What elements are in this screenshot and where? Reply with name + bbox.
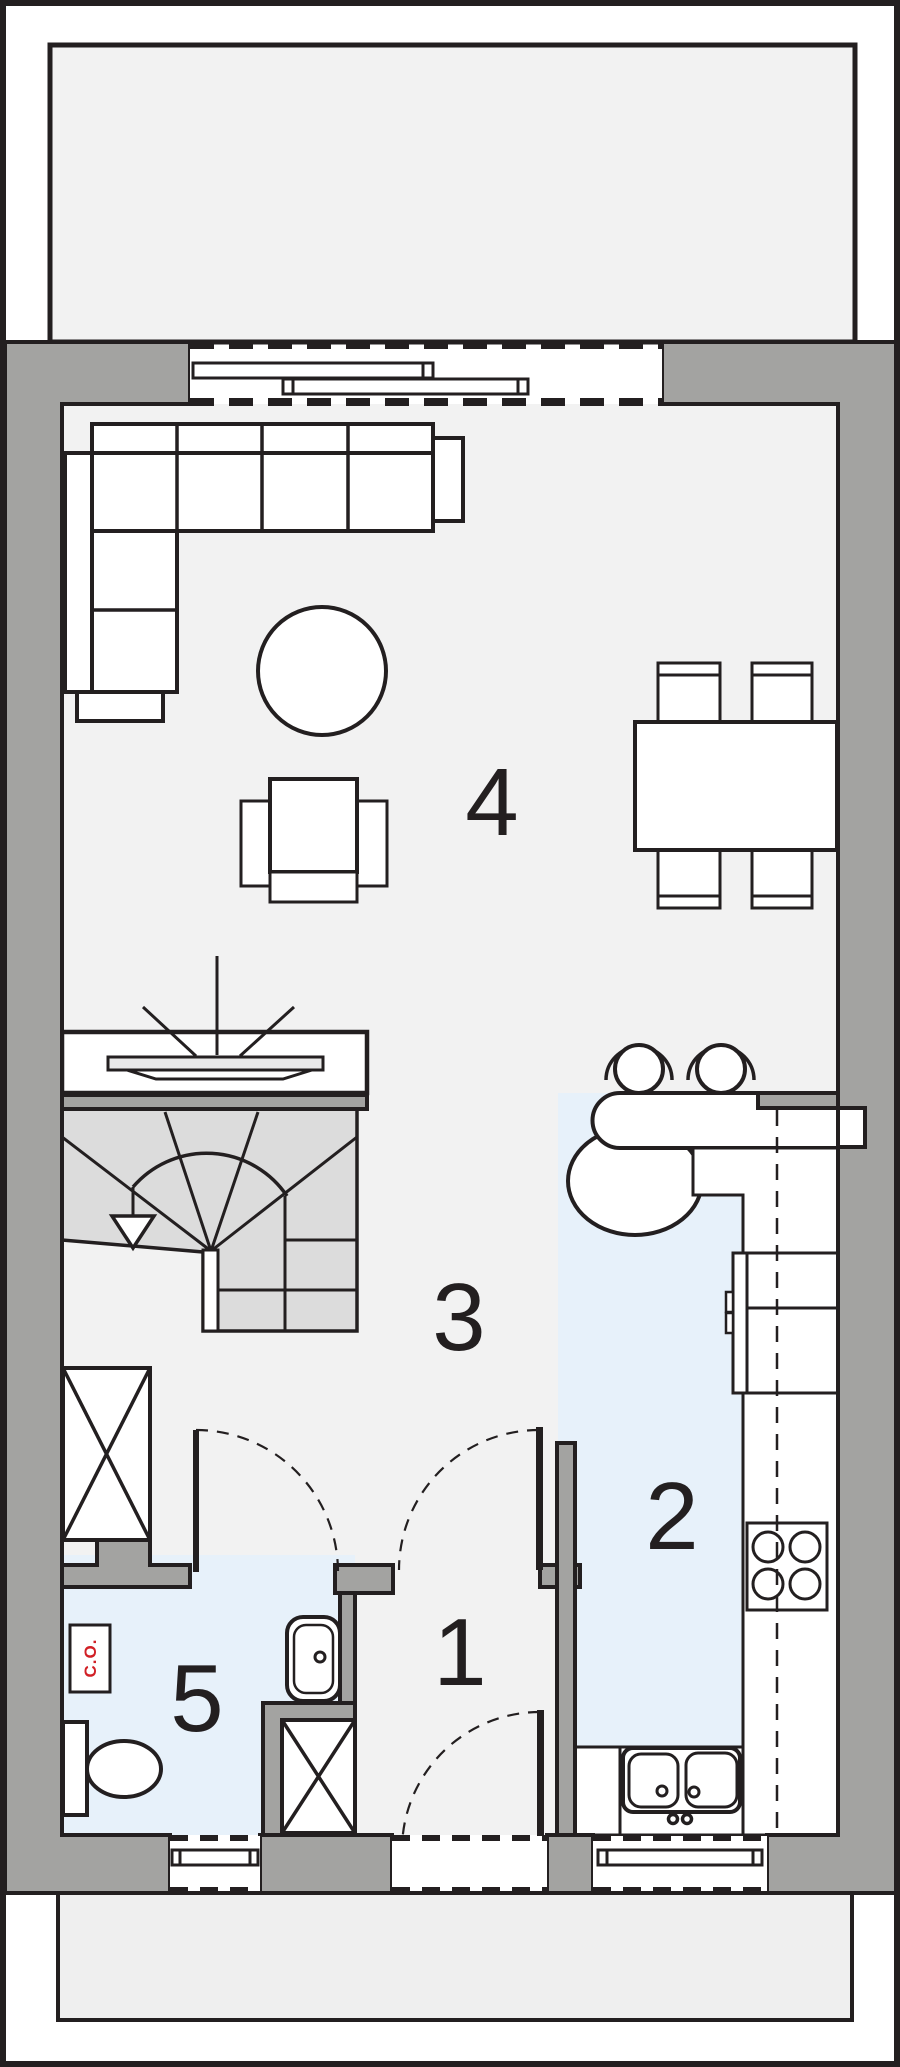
bathroom-door — [193, 1428, 340, 1573]
door-leaf — [536, 1427, 543, 1570]
partition-stub — [333, 1563, 395, 1595]
terrace — [47, 42, 858, 345]
sliding-panel — [281, 377, 530, 396]
stairs-floor — [62, 1109, 357, 1331]
entry-wardrobe — [280, 1718, 357, 1835]
walls — [3, 340, 898, 1895]
kitchen-sink — [621, 1746, 742, 1826]
hall-wardrobe — [61, 1366, 152, 1542]
heat-rays-icon — [141, 956, 296, 1058]
right-wall — [660, 340, 898, 1895]
kitchen-partition-wall — [555, 1441, 577, 1837]
bathroom-top-wall — [60, 1538, 192, 1589]
bathroom-right-wall — [338, 1591, 357, 1705]
coffee-table — [256, 605, 388, 737]
room-label-living: 4 — [465, 749, 518, 856]
room-label-hall: 3 — [432, 1264, 485, 1371]
fireplace — [59, 956, 370, 1096]
boiler-label: C.O. — [81, 1639, 100, 1678]
bar-stool — [604, 1043, 674, 1095]
bathroom-window — [170, 1835, 260, 1893]
washbasin — [285, 1615, 342, 1703]
kitchen-counter — [573, 1146, 840, 1837]
dining-table — [633, 720, 839, 852]
sofa-armrest-bottom — [75, 690, 165, 723]
stair-walk-line — [131, 1151, 289, 1197]
bar-stub-wall — [756, 1091, 840, 1110]
bottom-wall-a — [258, 1833, 394, 1895]
stair-wall — [60, 1093, 369, 1111]
sofa-armrest-right — [431, 436, 465, 523]
room-label-kitchen: 2 — [645, 1463, 698, 1570]
bottom-wall-b — [545, 1833, 595, 1895]
cooktop — [745, 1521, 829, 1612]
entrance-door — [400, 1710, 544, 1852]
fireplace-hearth — [106, 1055, 325, 1072]
dining-chair — [750, 661, 814, 724]
room-labels: 4 3 2 1 5 — [170, 749, 698, 1752]
room-label-entry: 1 — [433, 1599, 486, 1706]
sliding-door — [190, 341, 662, 406]
stair-newel — [201, 1248, 220, 1333]
door-leaf — [193, 1430, 199, 1572]
boiler-label-box: C.O. — [68, 1623, 112, 1694]
corner-sofa — [63, 422, 465, 723]
dining-chair — [656, 661, 722, 724]
hall-door — [397, 1427, 543, 1571]
staircase — [61, 1107, 359, 1333]
kitchen-window — [593, 1835, 767, 1893]
sliding-panel — [191, 361, 435, 380]
stair-direction-arrow-icon — [108, 1187, 158, 1252]
bar-stool — [686, 1043, 756, 1095]
room-label-bathroom: 5 — [170, 1645, 223, 1752]
armchair — [239, 777, 389, 904]
front-apron — [56, 1891, 854, 2022]
entrance-opening — [392, 1835, 547, 1893]
door-leaf — [537, 1710, 544, 1852]
dining-table-set — [633, 661, 839, 910]
stair-treads — [61, 1111, 358, 1331]
toilet — [61, 1720, 163, 1817]
fridge — [724, 1251, 749, 1395]
dining-chair — [750, 848, 814, 910]
dining-chair — [656, 848, 722, 910]
